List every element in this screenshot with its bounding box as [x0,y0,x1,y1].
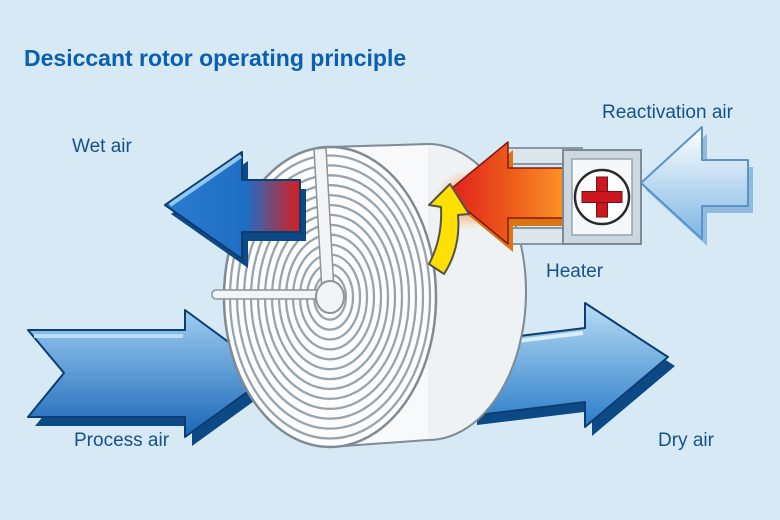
heater-cross-horizontal [581,191,623,203]
process-air-arrow-body [27,309,273,438]
dry-air-label: Dry air [658,430,715,451]
reactivation-air-label: Reactivation air [602,102,734,123]
rotor-hub [315,280,345,314]
wet-air-label: Wet air [72,136,133,157]
heater-label: Heater [546,261,604,282]
dry-air-arrow-body [469,302,669,428]
reactivation-arrow-body [640,126,749,240]
dry-air-arrow [469,302,675,436]
rotor-top-edge [329,143,429,148]
wet-air-arrow-highlight [168,154,243,207]
wet-air-arrow [164,151,306,268]
reactivation-air-arrow [640,126,753,246]
wet-air-arrow-body [164,151,301,260]
rotation-arrow [428,183,470,275]
heater-box [562,149,642,245]
process-air-arrow [27,309,279,446]
page-title: Desiccant rotor operating principle [24,45,406,71]
process-air-label: Process air [74,430,170,451]
